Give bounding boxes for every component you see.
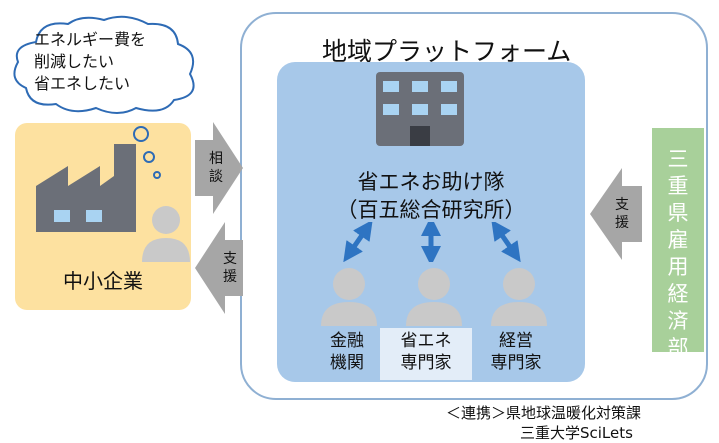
consult-char2: 談 — [209, 169, 223, 185]
person-icon — [142, 206, 190, 262]
thought-bubble-icon — [153, 171, 161, 179]
thought-bubble-icon — [133, 126, 149, 142]
bubble-line1: エネルギー費を — [34, 30, 147, 49]
double-arrow-icon — [343, 222, 373, 262]
mie-label-char: 県 — [667, 201, 689, 225]
factory-icon — [36, 126, 190, 262]
team-name-line: 省エネお助け隊 — [357, 170, 505, 194]
double-arrow-icon — [491, 222, 521, 262]
university-note: 三重大学SciLets — [520, 424, 633, 442]
collaboration-note: ＜連携＞県地球温暖化対策課 — [446, 404, 642, 422]
sme-label: 中小企業 — [63, 269, 143, 293]
building-icon — [376, 72, 464, 146]
expert-label-line2: 機関 — [330, 353, 364, 373]
person-icon — [406, 268, 462, 326]
mie-label-char: 用 — [667, 255, 689, 279]
bubble-line3: 省エネしたい — [34, 74, 131, 93]
bubble-line2: 削減したい — [34, 52, 115, 71]
thought-cloud-icon — [13, 15, 195, 114]
support-label-right: 支 援 — [612, 196, 632, 232]
consult-arrow — [195, 122, 243, 214]
expert-finance: 金融 機関 — [309, 330, 385, 374]
mie-prefecture-box — [652, 128, 704, 352]
support-arrow-right — [590, 168, 642, 260]
expert-label-line2: 専門家 — [400, 353, 452, 373]
mie-label-char: 三 — [667, 147, 689, 171]
mie-label-char: 重 — [667, 174, 689, 198]
mie-label-char: 経 — [667, 282, 689, 306]
support-arrow-left — [195, 222, 243, 314]
person-icon — [321, 268, 377, 326]
support-right-char2: 援 — [615, 215, 629, 231]
person-icon — [491, 268, 547, 326]
expert-label-line1: 省エネ — [400, 331, 452, 351]
consult-char1: 相 — [209, 151, 223, 167]
thought-bubble-icon — [143, 151, 155, 163]
consult-label: 相 談 — [206, 150, 226, 186]
platform-title: 地域プラットフォーム — [322, 37, 572, 66]
expert-label-line1: 金融 — [330, 331, 364, 351]
mie-label-char: 雇 — [667, 228, 689, 252]
support-right-char1: 支 — [615, 197, 629, 213]
experts-persons — [321, 268, 547, 326]
mie-label-char: 済 — [667, 309, 689, 333]
double-arrow-group — [343, 222, 521, 262]
expert-management: 経営 専門家 — [478, 330, 554, 374]
support-team-name: 省エネお助け隊 （百五総合研究所） — [277, 168, 585, 224]
mie-label-char: 部 — [667, 336, 689, 360]
expert-label-line2: 専門家 — [490, 353, 542, 373]
support-left-char2: 援 — [223, 269, 237, 285]
expert-energy: 省エネ 専門家 — [380, 328, 472, 380]
expert-label-line1: 経営 — [499, 331, 533, 351]
support-left-char1: 支 — [223, 251, 237, 267]
support-label-left: 支 援 — [220, 250, 240, 286]
mie-prefecture-label: 三重県雇用経済部 — [652, 146, 704, 362]
speech-bubble-text: エネルギー費を 削減したい 省エネしたい — [34, 29, 146, 95]
team-org-line: （百五総合研究所） — [336, 198, 526, 222]
